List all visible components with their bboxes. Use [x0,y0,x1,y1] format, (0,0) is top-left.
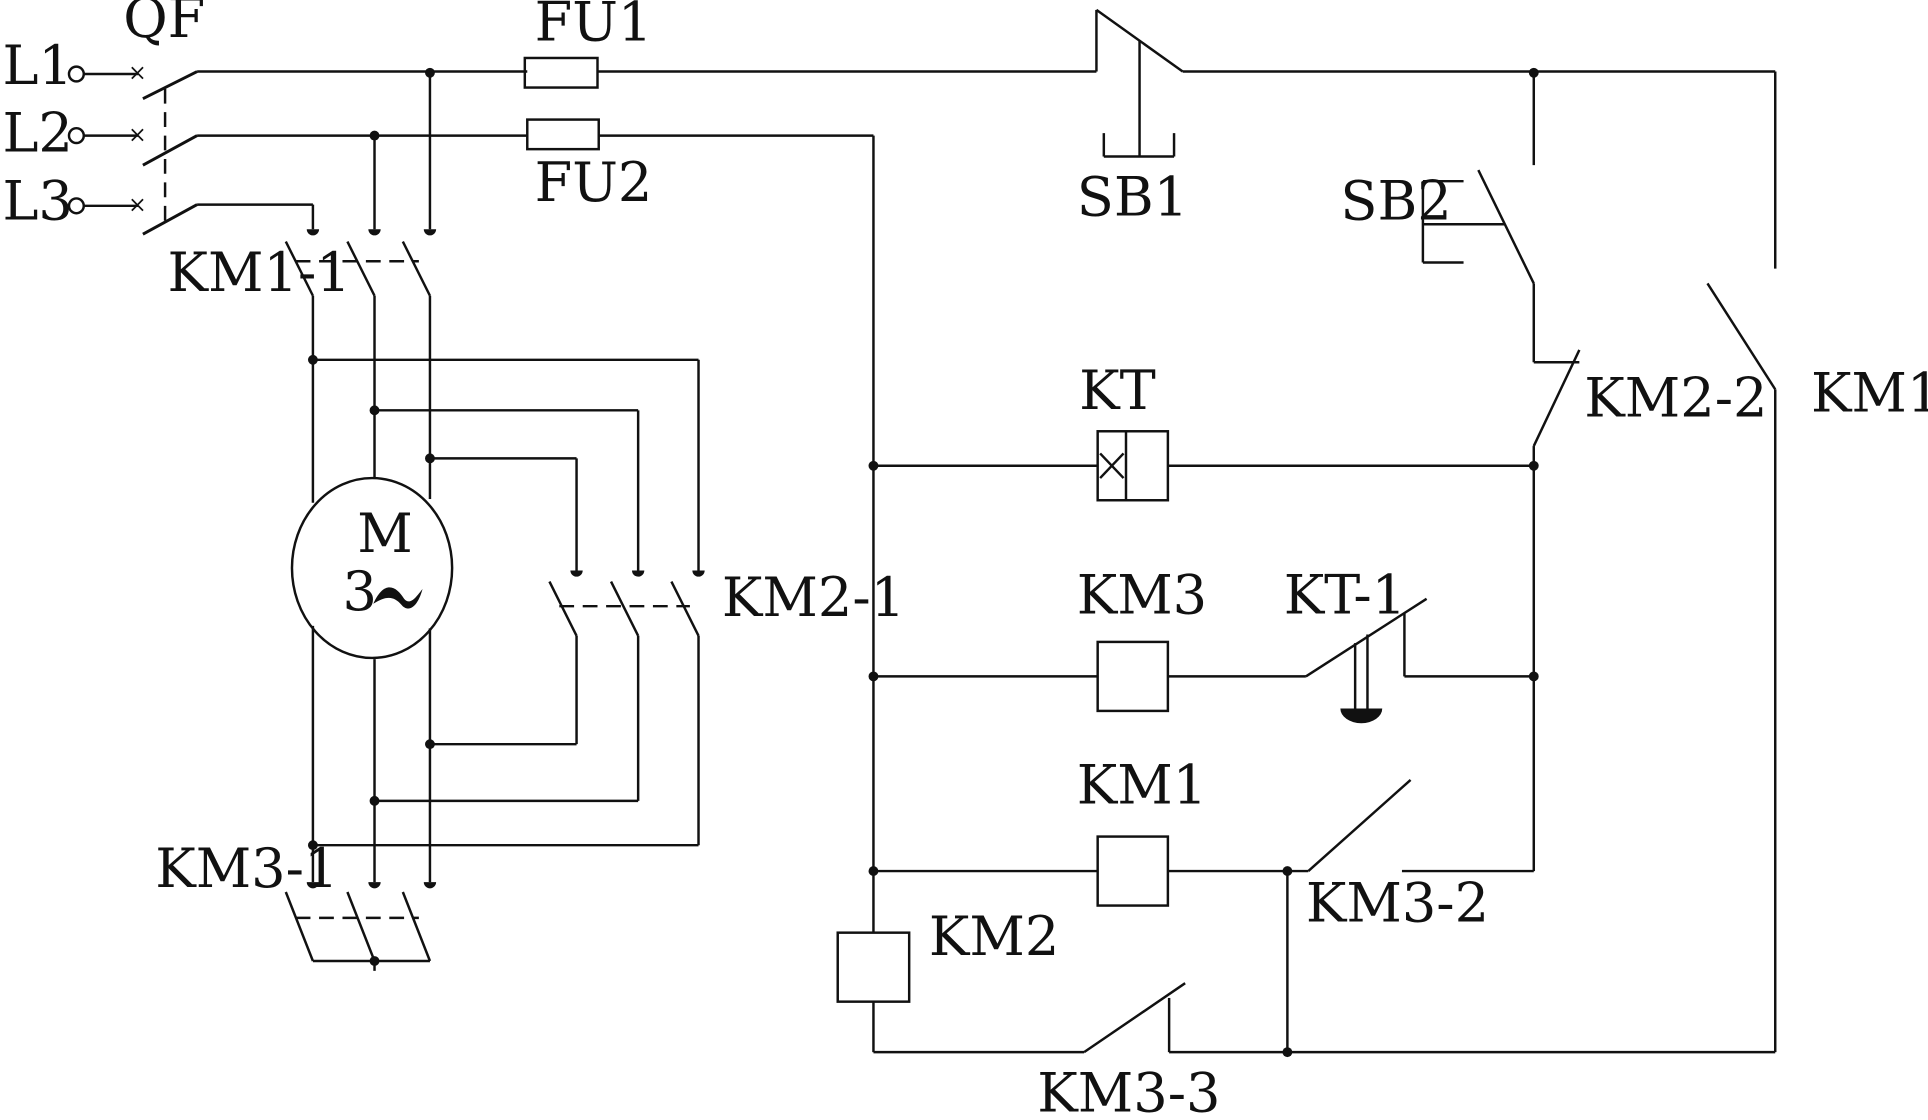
label-l2: L2 [2,102,72,165]
coil-km2 [836,931,1085,1054]
label-km1-2: KM1-2 [1811,362,1928,425]
label-km1: KM1 [1077,753,1207,816]
fuse-fu1 [523,56,599,89]
svg-text:×: × [128,60,147,86]
svg-text:×: × [128,192,147,218]
button-sb2 [1421,169,1536,363]
control-left-rail [868,135,879,933]
coil-km3 [873,640,1306,713]
line-input-l1: × [67,60,147,86]
motor-wiring [307,354,699,883]
contact-km3-3 [1083,871,1776,1058]
label-km3-1: KM3-1 [155,837,338,900]
label-km1-1: KM1-1 [168,241,351,304]
contactor-km2-1 [307,359,705,851]
fuse-fu2 [526,118,600,151]
label-l3: L3 [2,169,72,232]
label-motor-m: M [357,502,412,565]
svg-text:×: × [128,122,147,148]
contactor-km3-1 [284,882,437,971]
feeder-drops [306,67,437,236]
contactor-km1-1 [284,240,432,459]
label-sb1: SB1 [1077,166,1188,229]
line-input-l2: × [67,122,147,148]
label-sb2: SB2 [1340,169,1451,232]
button-sb1 [1095,8,1534,158]
coil-km1 [873,835,1293,907]
control-top-bus [1528,67,1777,269]
label-km3: KM3 [1077,564,1207,627]
contact-km2-2 [1532,349,1581,466]
label-km2: KM2 [929,905,1059,968]
label-kt-1: KT-1 [1284,564,1406,627]
label-kt: KT [1079,359,1156,422]
contact-kt-1 [1305,597,1539,724]
label-km3-2-text: KM3-2 [1306,872,1489,935]
label-l1: L1 [2,34,72,97]
label-fu1: FU1 [535,0,653,54]
label-km2-1: KM2-1 [722,566,905,629]
coil-kt [873,430,1539,502]
label-fu2: FU2 [535,151,653,214]
bus-l3 [197,203,315,230]
circuit-breaker-qf [142,70,198,236]
label-km3-3: KM3-3 [1037,1061,1220,1120]
label-km2-2: KM2-2 [1584,366,1767,429]
contact-km1-2 [1706,282,1777,1053]
line-input-l3: × [67,192,147,218]
label-motor-3: 3 [342,560,376,623]
motor-m [290,476,454,660]
label-qf: QF [123,0,205,50]
contact-km3-2 [1287,778,1534,873]
